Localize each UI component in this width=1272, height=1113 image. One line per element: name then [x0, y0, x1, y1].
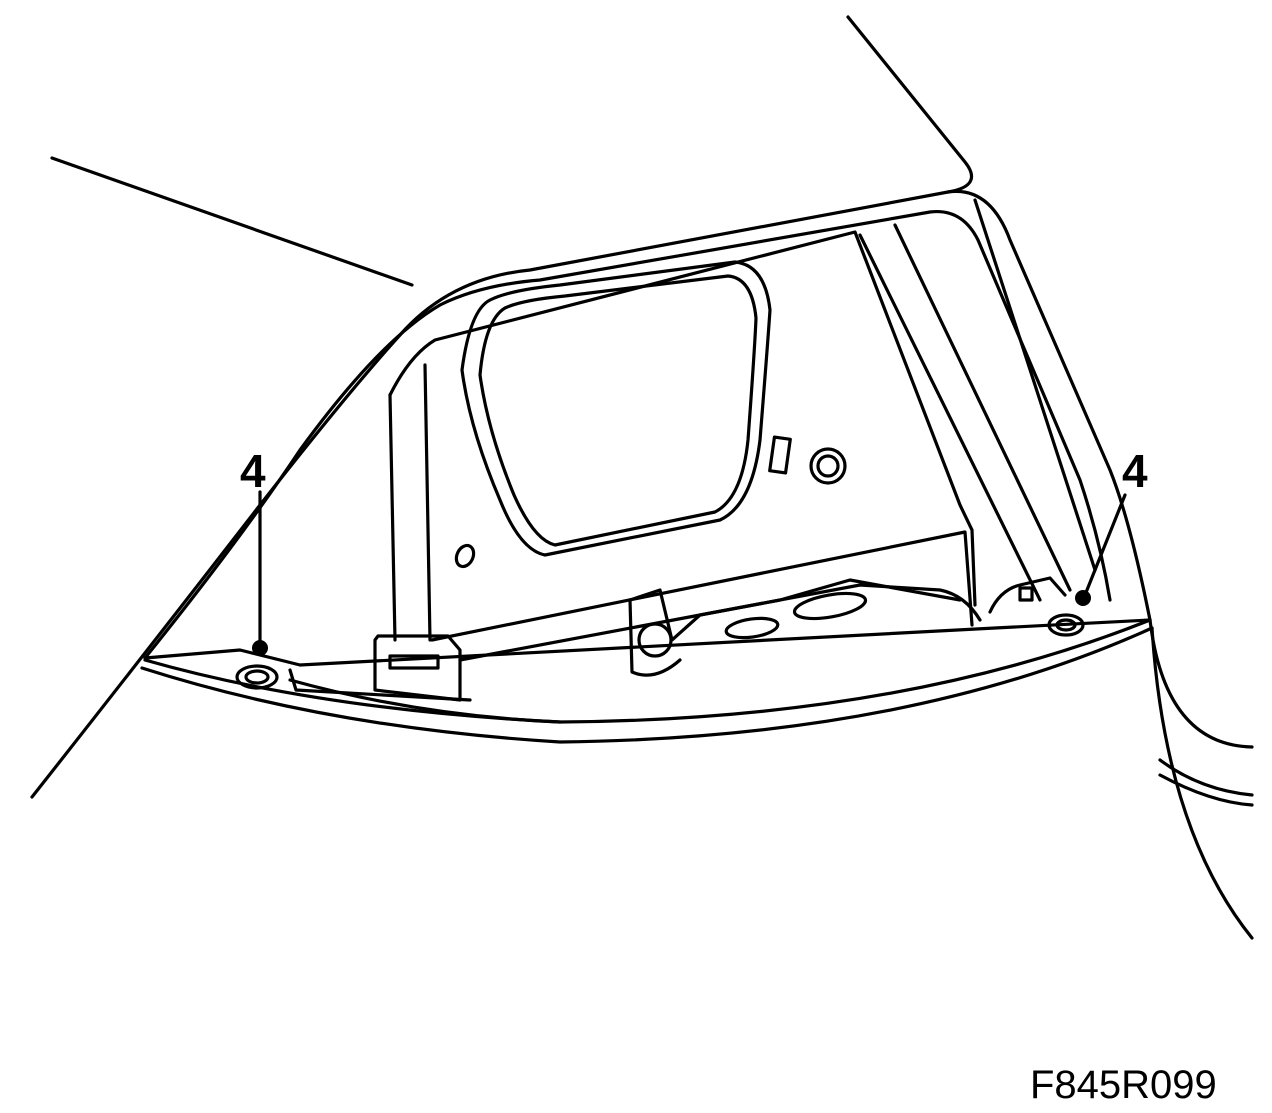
slot-hole — [768, 435, 792, 475]
pillar-line-2 — [858, 233, 1042, 602]
right-clip-slot — [1018, 586, 1034, 602]
fastener-left-outer — [235, 664, 279, 690]
callout-dot-left — [252, 640, 268, 656]
inner-panel-left-edge — [388, 393, 397, 642]
bumper-curve-4 — [1150, 626, 1254, 940]
pillar-line-3 — [973, 198, 1097, 572]
bracket-flange — [628, 578, 962, 642]
fastener-left-inner — [244, 669, 270, 685]
sill-edge-2 — [140, 626, 1154, 744]
lower-bracket-2 — [458, 583, 982, 662]
oval-slot-2 — [792, 591, 868, 621]
grommet-hole-inner — [816, 454, 840, 478]
callout-label-left: 4 — [240, 445, 266, 497]
sill-lip — [288, 668, 472, 702]
oval-slot-1 — [724, 616, 780, 640]
callout-label-right: 4 — [1122, 445, 1148, 497]
body-line-top-right — [846, 15, 974, 194]
pillar-line-1 — [893, 223, 1072, 592]
callout-leader-right — [1083, 493, 1127, 597]
bumper-curve-3 — [1158, 773, 1254, 807]
sill-edge-3 — [288, 678, 562, 724]
lower-bracket — [430, 530, 974, 642]
bracket-boss-housing — [628, 598, 682, 677]
callout-dot-right — [1075, 590, 1091, 606]
window-opening-outer — [460, 260, 772, 557]
right-clip — [988, 576, 1067, 614]
fastener-right-outer — [1047, 613, 1085, 637]
fastener-right-inner — [1055, 618, 1077, 632]
bracket-boss — [637, 622, 673, 658]
body-line-left — [50, 156, 414, 287]
sill-edge-top — [143, 618, 1152, 667]
trim-clip — [373, 634, 462, 702]
trim-clip-slot — [388, 654, 440, 670]
small-hole — [454, 543, 476, 569]
inner-panel — [388, 230, 977, 607]
sill-edge-1 — [143, 618, 1152, 724]
grommet-hole-outer — [809, 447, 847, 485]
figure-code: F845R099 — [1030, 1063, 1217, 1107]
inner-panel-left-edge-2 — [423, 363, 432, 642]
bumper-curve-2 — [1158, 758, 1254, 797]
trim-panel-outer-inner-edge — [143, 209, 1112, 660]
window-opening-inner — [478, 274, 758, 547]
